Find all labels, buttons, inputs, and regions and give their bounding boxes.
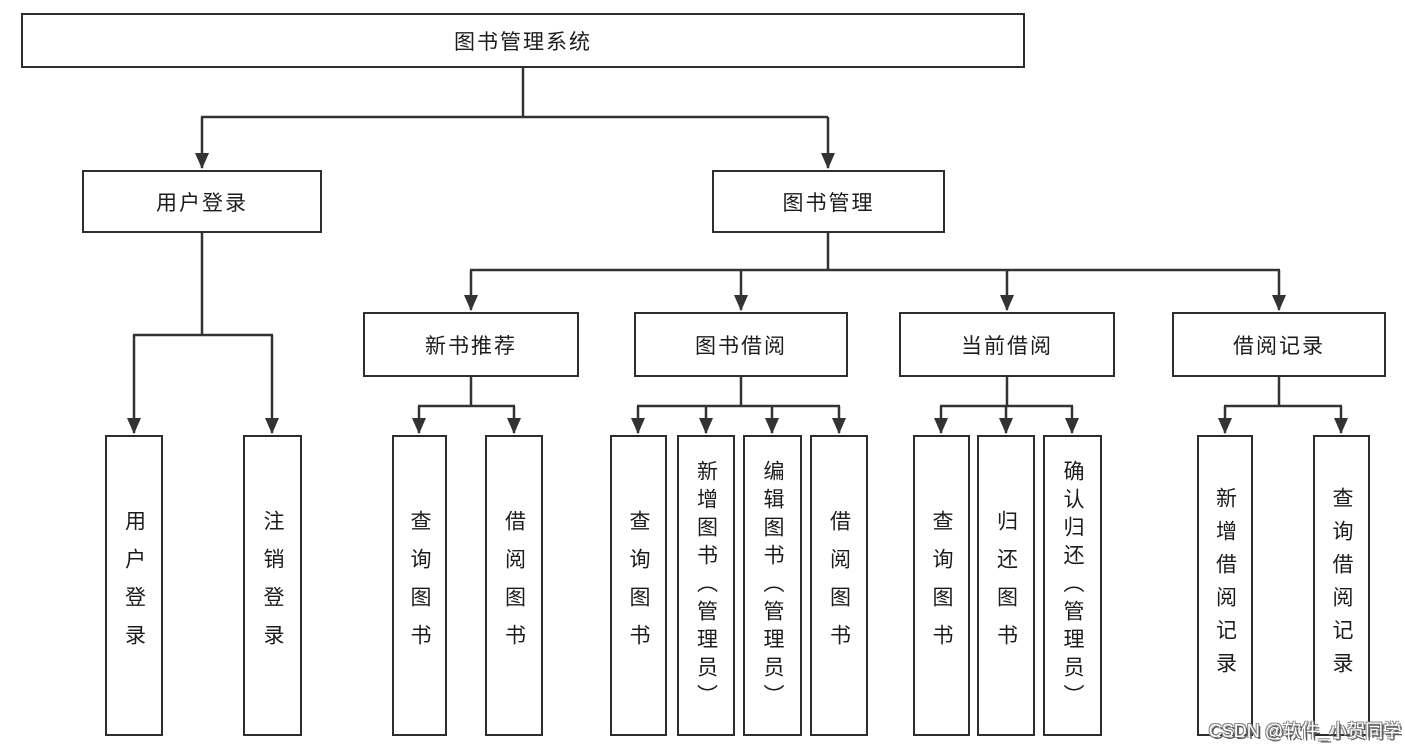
node-book-borrow: 图书借阅: [634, 312, 848, 377]
leaf-label: 借阅图书: [827, 509, 851, 662]
node-root-library-system: 图书管理系统: [21, 13, 1025, 68]
leaf-borrow-book-1: 借阅图书: [485, 435, 543, 736]
leaf-add-borrow-record: 新增借阅记录: [1197, 435, 1253, 736]
leaf-query-book-3: 查询图书: [913, 435, 970, 736]
node-book-management: 图书管理: [712, 170, 945, 233]
leaf-label: 借阅图书: [502, 509, 526, 662]
leaf-label: 查询图书: [930, 509, 953, 662]
node-label: 图书管理: [782, 191, 875, 215]
leaf-query-borrow-record: 查询借阅记录: [1313, 435, 1370, 736]
leaf-label: 查询图书: [627, 509, 650, 662]
node-current-borrow: 当前借阅: [899, 312, 1115, 377]
leaf-label: 归还图书: [994, 509, 1018, 662]
node-label: 图书管理系统: [454, 30, 592, 54]
leaf-query-book-2: 查询图书: [610, 435, 667, 736]
node-label: 图书借阅: [695, 334, 787, 358]
leaf-edit-book-admin: 编辑图书（管理员）: [743, 435, 802, 736]
leaf-user-login: 用户登录: [105, 435, 163, 736]
node-new-book-recommend: 新书推荐: [363, 312, 579, 377]
leaf-add-book-admin: 新增图书（管理员）: [677, 435, 735, 736]
node-user-login: 用户登录: [82, 170, 322, 233]
leaf-query-book-1: 查询图书: [392, 435, 447, 736]
leaf-return-book: 归还图书: [977, 435, 1035, 736]
leaf-label: 编辑图书（管理员）: [761, 459, 784, 712]
leaf-label: 用户登录: [122, 509, 146, 662]
csdn-watermark: CSDN @软件_小贺同学: [1208, 721, 1401, 741]
leaf-borrow-book-2: 借阅图书: [810, 435, 868, 736]
leaf-label: 新增借阅记录: [1213, 486, 1237, 685]
node-borrow-record: 借阅记录: [1172, 312, 1386, 377]
leaf-label: 查询图书: [408, 509, 431, 662]
leaf-label: 确认归还（管理员）: [1061, 459, 1084, 712]
node-label: 用户登录: [156, 191, 248, 215]
node-label: 新书推荐: [425, 334, 517, 358]
leaf-label: 新增图书（管理员）: [694, 459, 718, 712]
node-label: 借阅记录: [1233, 334, 1325, 358]
leaf-label: 注销登录: [261, 509, 284, 662]
node-label: 当前借阅: [961, 334, 1053, 358]
leaf-confirm-return-admin: 确认归还（管理员）: [1043, 435, 1102, 736]
leaf-logout: 注销登录: [243, 435, 302, 736]
leaf-label: 查询借阅记录: [1330, 486, 1353, 685]
